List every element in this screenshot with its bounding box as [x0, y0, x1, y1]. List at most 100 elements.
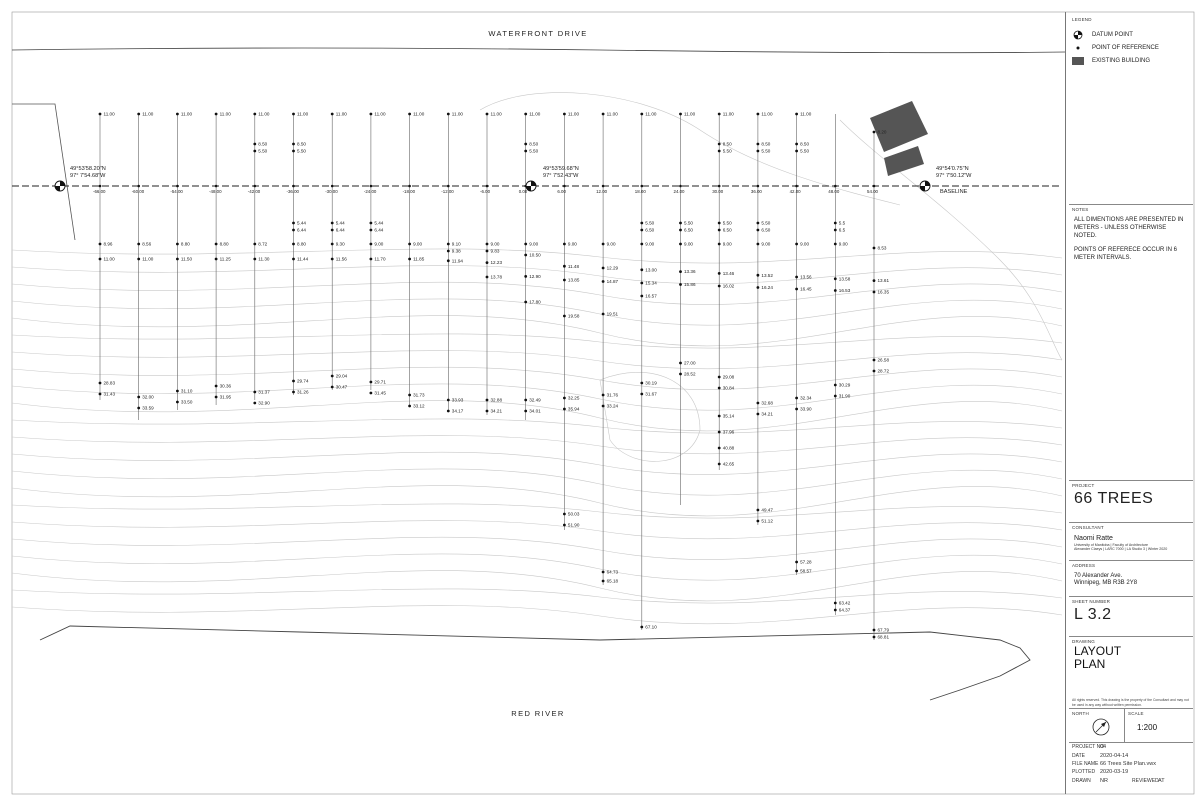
elevation-label: 16.53 — [839, 288, 851, 293]
reference-point — [795, 112, 798, 116]
address-heading: ADDRESS — [1072, 563, 1096, 568]
datum-fill — [526, 181, 536, 191]
elevation-label: 32.34 — [800, 396, 812, 401]
elevation-label: 9.00 — [607, 242, 616, 247]
consultant-block: CONSULTANT Naomi Ratte University of Man… — [1069, 522, 1193, 557]
label: PROJECT NO — [1072, 744, 1105, 750]
reference-point — [640, 625, 644, 629]
elevation-label: 26.58 — [878, 358, 890, 363]
reference-point — [717, 414, 721, 418]
elevation-label: 30.47 — [336, 385, 348, 390]
reference-point — [601, 112, 605, 116]
elevation-label: 8.80 — [181, 242, 190, 247]
consultant-heading: CONSULTANT — [1072, 525, 1104, 530]
elevation-label: 11.00 — [684, 112, 696, 117]
address-line-1: 70 Alexander Ave. — [1074, 573, 1123, 579]
reference-point — [872, 635, 876, 639]
reference-point — [795, 184, 798, 188]
elevation-label: 68.81 — [878, 635, 890, 640]
elevation-label: 11.00 — [258, 112, 270, 117]
contour-line — [11, 315, 1063, 347]
reference-point — [485, 275, 489, 279]
reference-point — [485, 249, 489, 253]
reference-point — [717, 242, 721, 246]
reference-point — [485, 112, 489, 116]
elevation-label: 31.43 — [104, 392, 116, 397]
note-1: ALL DIMENTIONS ARE PRESENTED IN METERS -… — [1074, 217, 1184, 239]
reference-point — [98, 184, 102, 188]
legend-label: EXISTING BUILDING — [1092, 57, 1151, 64]
contour-line — [11, 536, 1063, 560]
reference-point — [98, 112, 102, 116]
reference-point — [137, 257, 141, 261]
sheet-block: SHEET NUMBER L 3.2 — [1069, 596, 1193, 635]
reference-point — [369, 221, 373, 225]
elevation-label: 33.59 — [142, 406, 154, 411]
station-label: -18.00 — [403, 189, 416, 194]
reference-point — [563, 278, 566, 282]
legend-item-reference: POINT OF REFERENCE — [1072, 41, 1192, 54]
legend-label: POINT OF REFERENCE — [1092, 44, 1159, 51]
reference-point — [176, 389, 179, 393]
station-label: 48.00 — [828, 189, 840, 194]
station-label: 12.00 — [596, 189, 608, 194]
elevation-label: 8.53 — [878, 246, 887, 251]
contour-line — [11, 588, 1063, 604]
property-line-west — [12, 103, 76, 241]
reference-point — [485, 261, 489, 264]
elevation-label: 19.51 — [607, 312, 619, 317]
reference-point — [292, 257, 295, 261]
elevation-label: 30.84 — [723, 386, 735, 391]
reference-point — [137, 242, 141, 246]
reference-point — [872, 184, 876, 188]
elevation-label: 5.50 — [258, 149, 267, 154]
notes-block: NOTES ALL DIMENTIONS ARE PRESENTED IN ME… — [1069, 204, 1193, 477]
elevation-label: 9.30 — [336, 242, 345, 247]
elevation-label: 5.44 — [336, 221, 345, 226]
project-no-value: 04 — [1100, 744, 1107, 750]
elevation-label: 11.00 — [142, 112, 154, 117]
existing-building — [870, 101, 928, 176]
datum-points: 49°53'58.20"N97° 7'54.68"W49°53'59.68"N9… — [54, 166, 972, 192]
elevation-label: 8.96 — [104, 242, 113, 247]
reference-point — [408, 112, 411, 116]
reference-point — [369, 228, 373, 232]
reference-point — [253, 401, 257, 405]
elevation-label: 5.50 — [529, 149, 538, 154]
elevation-label: 12.23 — [491, 260, 503, 265]
elevation-label: 8.50 — [723, 142, 732, 147]
street-edge — [11, 47, 1066, 54]
reference-point — [292, 390, 295, 394]
station-label: -48.00 — [209, 189, 222, 194]
reviewed-value: AT — [1158, 778, 1165, 784]
elevation-label: 12.90 — [529, 274, 541, 279]
reference-point — [872, 290, 876, 294]
contour-line — [599, 372, 701, 462]
legend-item-datum: DATUM POINT — [1072, 28, 1192, 41]
elevation-label: 33.24 — [607, 404, 619, 409]
elevation-label: 34.21 — [761, 412, 773, 417]
datum-lat: 49°53'59.68"N — [543, 166, 579, 172]
elevation-label: 57.28 — [800, 560, 812, 565]
elevation-label: 6.44 — [374, 228, 383, 233]
elevation-label: 5.50 — [297, 149, 306, 154]
reference-point — [137, 184, 140, 188]
reference-point — [640, 242, 644, 246]
elevation-label: 11.00 — [220, 112, 232, 117]
elevation-label: 51.90 — [568, 523, 580, 528]
elevation-label: 34.17 — [452, 409, 464, 414]
elevation-label: 11.00 — [297, 112, 309, 117]
reference-point — [524, 398, 528, 402]
contour-line — [11, 298, 1063, 326]
elevation-label: 15.86 — [684, 282, 696, 287]
contour-line — [11, 383, 1063, 411]
elevation-label: 11.25 — [220, 257, 232, 262]
reference-point — [795, 560, 798, 564]
contour-line — [11, 553, 1063, 581]
reference-point — [640, 294, 644, 298]
dot-icon — [1072, 43, 1084, 53]
label: DRAWN — [1072, 778, 1091, 784]
reference-point — [369, 112, 373, 116]
